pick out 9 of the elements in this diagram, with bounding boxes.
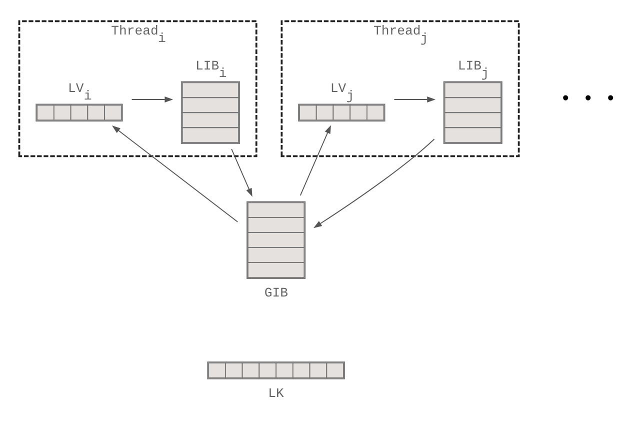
node-label: LK — [268, 386, 284, 401]
arrow — [300, 125, 331, 196]
arrow — [231, 148, 252, 197]
arrow — [313, 138, 435, 228]
label: • • • — [560, 88, 616, 110]
node-label: GIB — [264, 286, 288, 301]
arrow — [112, 126, 238, 222]
arrow — [394, 96, 436, 102]
arrow — [131, 96, 174, 102]
